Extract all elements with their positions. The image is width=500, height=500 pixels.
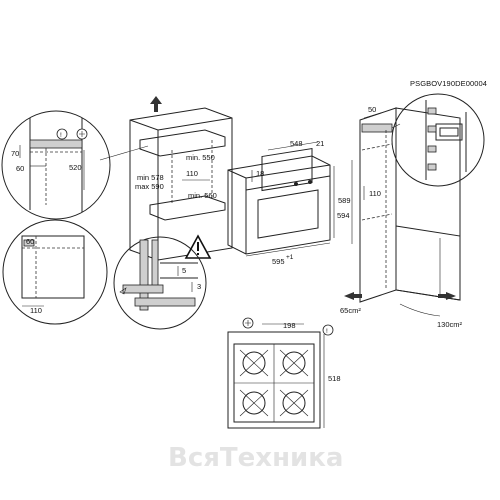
info-icon [56, 128, 68, 140]
dim-594: 594 [337, 211, 350, 220]
dim-110: 110 [30, 306, 42, 315]
dim-520: 520 [69, 163, 82, 172]
dim-70: 70 [11, 149, 19, 158]
dim-548: 548 [290, 139, 303, 148]
mid-left-detail-circle: 60 110 [2, 219, 108, 325]
dim-518: 518 [328, 374, 341, 383]
tall-unit-drawing: 50 110 65cm² 130cm² [340, 105, 463, 329]
document-code: PSGBOV190DE00004 [410, 79, 487, 88]
dim-595-sup: +1 [286, 254, 294, 261]
warning-icon [184, 234, 212, 259]
dim-198: 198 [283, 321, 296, 330]
dim-60: 60 [16, 164, 24, 173]
dim-3: 3 [197, 282, 201, 291]
top-right-detail-circle [391, 93, 485, 187]
vent-label-left: 65cm² [340, 306, 361, 315]
up-arrow-icon [150, 96, 162, 112]
dim-589: 589 [338, 196, 351, 205]
top-left-detail-circle: ! 70 60 520 [1, 110, 111, 220]
label-max-590: max 590 [135, 182, 164, 191]
dim-50: 50 [368, 105, 376, 114]
dim-60: 60 [26, 237, 34, 246]
vent-label-right: 130cm² [437, 320, 463, 329]
dim-110: 110 [369, 189, 381, 198]
dim-21: 21 [316, 139, 324, 148]
watermark-text: ВсяТехника [168, 443, 343, 473]
cabinet-drawing: min 578 max 590 min. 550 110 min. 560 [99, 96, 233, 261]
ventilation-icon [322, 324, 334, 336]
svg-text:!: ! [326, 328, 328, 335]
oven-drawing: 548 21 18 589 594 595 +1 [227, 139, 353, 266]
air-outlet-arrow-icon [438, 292, 456, 300]
air-inlet-arrow-icon [344, 292, 362, 300]
dim-595: 595 [272, 257, 285, 266]
label-min-578: min 578 [137, 173, 164, 182]
label-min-550: min. 550 [186, 153, 215, 162]
dim-5: 5 [182, 266, 186, 275]
hob-drawing: ! 198 518 [227, 317, 341, 429]
label-min-560: min. 560 [188, 191, 217, 200]
dim-18: 18 [256, 169, 264, 178]
svg-text:!: ! [60, 132, 62, 139]
label-110: 110 [186, 169, 198, 178]
mounting-detail-circle: 5 3 [113, 236, 207, 330]
